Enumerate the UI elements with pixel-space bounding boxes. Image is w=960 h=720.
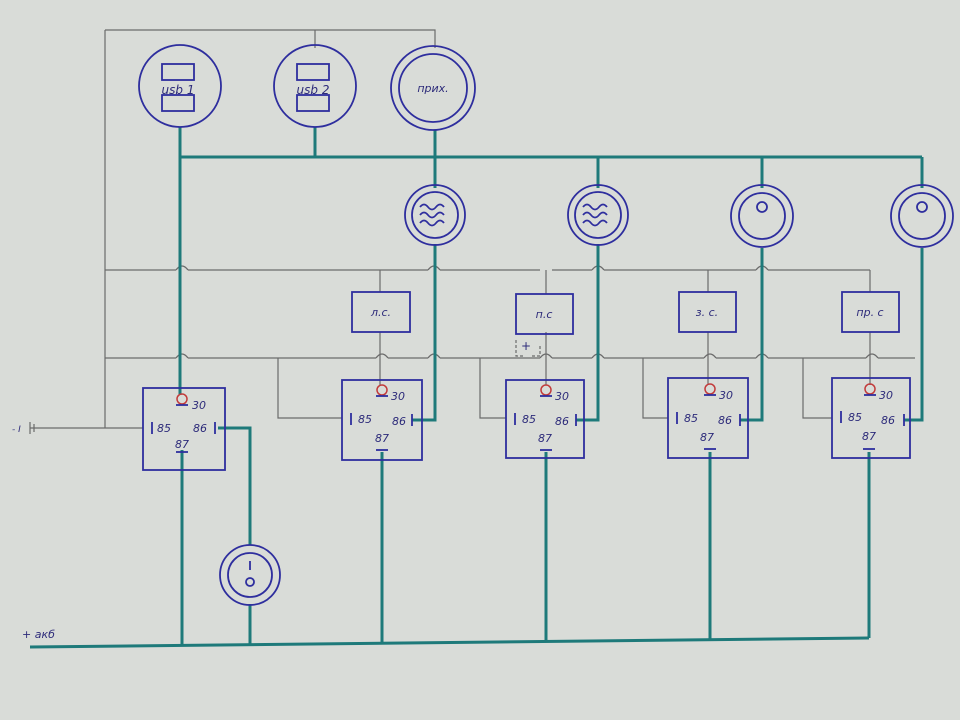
relay-2-pin-85: 85	[522, 413, 536, 426]
receiver: прих.	[390, 45, 476, 131]
control-box-3: з. с.	[678, 291, 737, 333]
usb-socket-1-label: usb 1	[162, 83, 195, 97]
relay-4-pin-86: 86	[881, 414, 895, 427]
switch-lamp-2	[890, 184, 954, 248]
relay-main-pin-86: 86	[193, 422, 207, 435]
relay-4-pin-87: 87	[862, 430, 876, 443]
heater-1	[404, 184, 466, 246]
rotary-switch-icon	[916, 201, 928, 213]
relay-3-pin-86: 86	[718, 414, 732, 427]
relay-1-pin-86: 86	[392, 415, 406, 428]
control-box-2-label: п.с	[536, 308, 553, 321]
control-box-4-label: пр. с	[856, 306, 883, 319]
relay-3-pin-85: 85	[684, 412, 698, 425]
receiver-label: прих.	[417, 82, 448, 95]
relay-3-pin-87: 87	[700, 431, 714, 444]
relay-2: 30 85 86 87	[505, 379, 585, 459]
power-wires	[29, 127, 924, 649]
rotary-switch-icon	[245, 577, 255, 587]
relay-1-pin-87: 87	[375, 432, 389, 445]
control-box-1-label: л.с.	[370, 306, 391, 319]
relay-3-pin-30: 30	[719, 389, 733, 402]
relay-1-pin-85: 85	[358, 413, 372, 426]
plus-marker-label: +	[521, 339, 531, 353]
relay-4: 30 85 86 87	[831, 377, 911, 459]
relay-1-pin-30: 30	[391, 390, 405, 403]
relay-1: 30 85 86 87	[341, 379, 423, 461]
relay-main: 30 85 86 87	[142, 387, 226, 471]
relay-4-pin-30: 30	[879, 389, 893, 402]
usb-socket-2: usb 2	[273, 44, 357, 128]
switch-lamp-1	[730, 184, 794, 248]
control-box-2: п.с	[515, 293, 574, 335]
control-box-4: пр. с	[841, 291, 900, 333]
ground-label: - I	[12, 425, 21, 435]
heater-wave-icon	[582, 203, 608, 227]
plus-marker: +	[515, 339, 541, 357]
battery-label: + акб	[22, 628, 55, 641]
heater-2	[567, 184, 629, 246]
relay-3: 30 85 86 87	[667, 377, 749, 459]
control-box-1: л.с.	[351, 291, 411, 333]
relay-4-pin-85: 85	[848, 411, 862, 424]
relay-2-pin-30: 30	[555, 390, 569, 403]
relay-2-pin-87: 87	[538, 432, 552, 445]
rotary-switch-icon	[756, 201, 768, 213]
usb-socket-1: usb 1	[138, 44, 222, 128]
relay-main-pin-85: 85	[157, 422, 171, 435]
control-box-3-label: з. с.	[696, 306, 718, 319]
heater-wave-icon	[419, 203, 445, 227]
switch-lamp-main	[219, 544, 281, 606]
usb-socket-2-label: usb 2	[297, 83, 330, 97]
relay-main-pin-30: 30	[192, 399, 206, 412]
relay-2-pin-86: 86	[555, 415, 569, 428]
relay-main-pin-87: 87	[175, 438, 189, 451]
